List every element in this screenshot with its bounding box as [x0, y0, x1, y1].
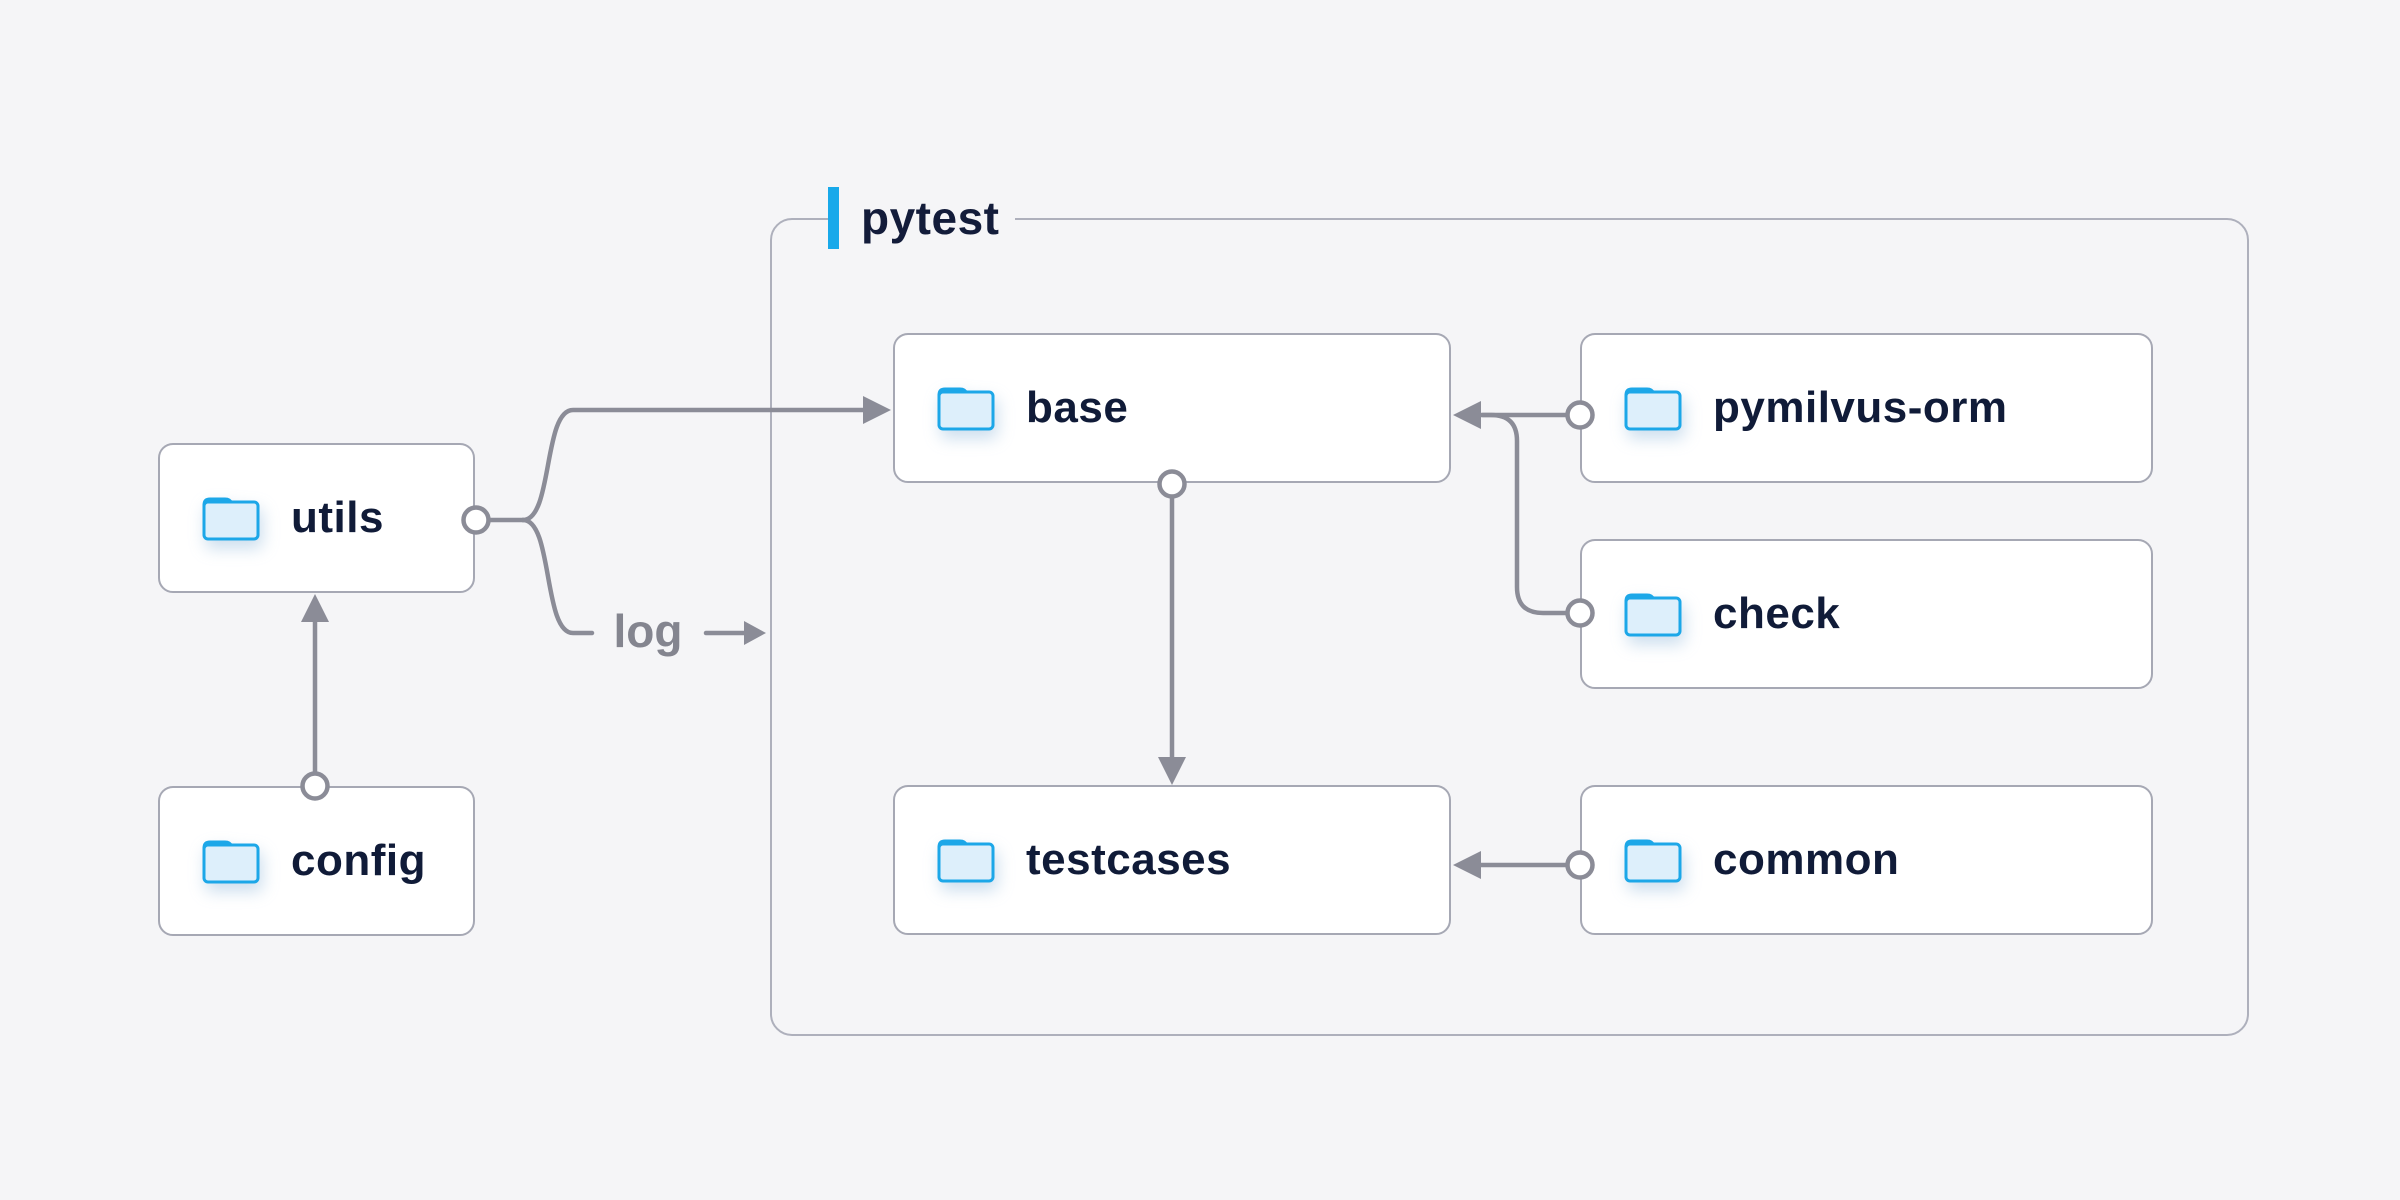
node-label: base: [1026, 383, 1129, 432]
folder-icon: [1620, 381, 1686, 435]
folder-icon: [933, 381, 999, 435]
node-common: common: [1580, 785, 2153, 935]
node-label: config: [291, 836, 426, 885]
edge-log-arrow: [703, 621, 766, 645]
edge-label-log: log: [613, 605, 683, 657]
node-testcases: testcases: [893, 785, 1451, 935]
node-base: base: [893, 333, 1451, 483]
edge-config-utils: [301, 594, 329, 775]
node-config: config: [158, 786, 475, 936]
node-label: check: [1713, 589, 1841, 638]
pytest-group-label: pytest: [828, 186, 1016, 250]
folder-icon: [1620, 587, 1686, 641]
node-label: testcases: [1026, 835, 1232, 884]
node-label: utils: [291, 493, 384, 542]
pytest-group: [770, 218, 2249, 1036]
folder-icon: [933, 833, 999, 887]
folder-icon: [1620, 833, 1686, 887]
folder-icon: [198, 491, 264, 545]
accent-bar: [828, 187, 839, 249]
node-utils: utils: [158, 443, 475, 593]
node-label: common: [1713, 835, 1900, 884]
node-label: pymilvus-orm: [1713, 383, 2008, 432]
folder-icon: [198, 834, 264, 888]
pytest-group-title: pytest: [861, 192, 1000, 244]
node-check: check: [1580, 539, 2153, 689]
node-pymilvus-orm: pymilvus-orm: [1580, 333, 2153, 483]
